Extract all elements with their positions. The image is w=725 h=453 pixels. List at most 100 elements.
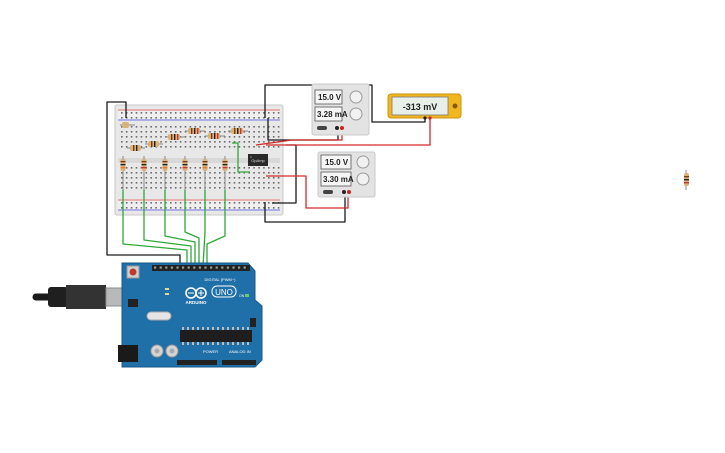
breadboard-hole[interactable] — [160, 207, 162, 209]
breadboard-hole[interactable] — [184, 117, 187, 119]
breadboard-hole[interactable] — [130, 172, 133, 174]
breadboard-hole[interactable] — [184, 131, 187, 133]
breadboard-hole[interactable] — [150, 117, 152, 119]
breadboard-hole[interactable] — [160, 182, 162, 184]
breadboard-hole[interactable] — [155, 167, 157, 169]
breadboard-hole[interactable] — [228, 177, 231, 179]
breadboard-hole[interactable] — [125, 182, 128, 184]
breadboard-hole[interactable] — [233, 141, 236, 143]
breadboard-hole[interactable] — [258, 117, 260, 119]
breadboard-hole[interactable] — [223, 112, 226, 114]
breadboard-hole[interactable] — [209, 187, 211, 189]
breadboard-hole[interactable] — [214, 172, 216, 174]
breadboard-hole[interactable] — [209, 146, 211, 148]
breadboard-hole[interactable] — [204, 126, 206, 128]
breadboard-hole[interactable] — [263, 146, 265, 148]
ps1-terminal-negative[interactable] — [335, 126, 339, 130]
breadboard-hole[interactable] — [170, 141, 172, 143]
usb-cable[interactable] — [32, 285, 133, 309]
breadboard-hole[interactable] — [268, 177, 270, 179]
breadboard-hole[interactable] — [223, 131, 226, 133]
breadboard-hole[interactable] — [170, 131, 172, 133]
breadboard-hole[interactable] — [223, 146, 226, 148]
breadboard-hole[interactable] — [272, 126, 275, 128]
breadboard-hole[interactable] — [184, 112, 187, 114]
breadboard-hole[interactable] — [238, 202, 241, 204]
breadboard-hole[interactable] — [125, 141, 128, 143]
breadboard-hole[interactable] — [140, 207, 143, 209]
breadboard-hole[interactable] — [199, 126, 201, 128]
breadboard-hole[interactable] — [140, 146, 143, 148]
breadboard-hole[interactable] — [194, 207, 197, 209]
breadboard-hole[interactable] — [253, 117, 255, 119]
breadboard-hole[interactable] — [165, 141, 167, 143]
breadboard-hole[interactable] — [125, 146, 128, 148]
digital-pin[interactable] — [170, 266, 173, 269]
breadboard-hole[interactable] — [194, 202, 197, 204]
digital-pin[interactable] — [154, 266, 157, 269]
breadboard-hole[interactable] — [233, 202, 236, 204]
breadboard-hole[interactable] — [268, 207, 270, 209]
breadboard-hole[interactable] — [135, 182, 138, 184]
breadboard-hole[interactable] — [160, 126, 162, 128]
digital-pin[interactable] — [215, 266, 218, 269]
digital-pin[interactable] — [193, 266, 196, 269]
breadboard-hole[interactable] — [174, 167, 177, 169]
breadboard-hole[interactable] — [214, 131, 216, 133]
breadboard-hole[interactable] — [243, 207, 246, 209]
breadboard-hole[interactable] — [165, 131, 167, 133]
breadboard-hole[interactable] — [170, 167, 172, 169]
breadboard-hole[interactable] — [248, 167, 250, 169]
breadboard-hole[interactable] — [140, 126, 143, 128]
breadboard-hole[interactable] — [174, 141, 177, 143]
breadboard-hole[interactable] — [233, 126, 236, 128]
breadboard-hole[interactable] — [121, 202, 123, 204]
breadboard-hole[interactable] — [248, 131, 250, 133]
ps2-terminal-negative[interactable] — [342, 190, 346, 194]
breadboard-hole[interactable] — [253, 136, 255, 138]
breadboard-hole[interactable] — [121, 207, 123, 209]
breadboard-hole[interactable] — [140, 117, 143, 119]
breadboard-hole[interactable] — [199, 167, 201, 169]
breadboard-hole[interactable] — [233, 112, 236, 114]
breadboard-hole[interactable] — [228, 146, 231, 148]
breadboard-hole[interactable] — [209, 126, 211, 128]
breadboard-hole[interactable] — [155, 117, 157, 119]
ps2-current-knob[interactable] — [356, 172, 370, 186]
breadboard-hole[interactable] — [160, 141, 162, 143]
breadboard-hole[interactable] — [258, 182, 260, 184]
multimeter-probe-com[interactable] — [423, 116, 427, 120]
breadboard-hole[interactable] — [199, 172, 201, 174]
breadboard-hole[interactable] — [140, 182, 143, 184]
breadboard-hole[interactable] — [145, 177, 148, 179]
breadboard-hole[interactable] — [150, 136, 152, 138]
breadboard-hole[interactable] — [228, 202, 231, 204]
breadboard-hole[interactable] — [219, 112, 221, 114]
breadboard-hole[interactable] — [268, 182, 270, 184]
breadboard-hole[interactable] — [238, 207, 241, 209]
arduino-uno[interactable]: DIGITAL (PWM~) UNO ARDUINO ON — [32, 262, 263, 368]
breadboard-hole[interactable] — [268, 167, 270, 169]
breadboard-hole[interactable] — [199, 131, 201, 133]
breadboard-hole[interactable] — [179, 167, 182, 169]
breadboard-hole[interactable] — [170, 126, 172, 128]
breadboard-hole[interactable] — [277, 177, 280, 179]
breadboard-hole[interactable] — [121, 131, 123, 133]
breadboard-hole[interactable] — [165, 182, 167, 184]
breadboard-hole[interactable] — [140, 136, 143, 138]
breadboard-hole[interactable] — [135, 131, 138, 133]
breadboard-hole[interactable] — [174, 177, 177, 179]
breadboard-hole[interactable] — [145, 131, 148, 133]
breadboard-hole[interactable] — [243, 131, 246, 133]
breadboard-hole[interactable] — [125, 177, 128, 179]
breadboard-hole[interactable] — [233, 187, 236, 189]
breadboard-hole[interactable] — [179, 202, 182, 204]
ps2-voltage-knob[interactable] — [356, 155, 370, 169]
breadboard-hole[interactable] — [243, 202, 246, 204]
breadboard-hole[interactable] — [179, 126, 182, 128]
breadboard-hole[interactable] — [125, 187, 128, 189]
breadboard-hole[interactable] — [150, 187, 152, 189]
breadboard-hole[interactable] — [258, 202, 260, 204]
breadboard-hole[interactable] — [170, 187, 172, 189]
breadboard-hole[interactable] — [125, 167, 128, 169]
